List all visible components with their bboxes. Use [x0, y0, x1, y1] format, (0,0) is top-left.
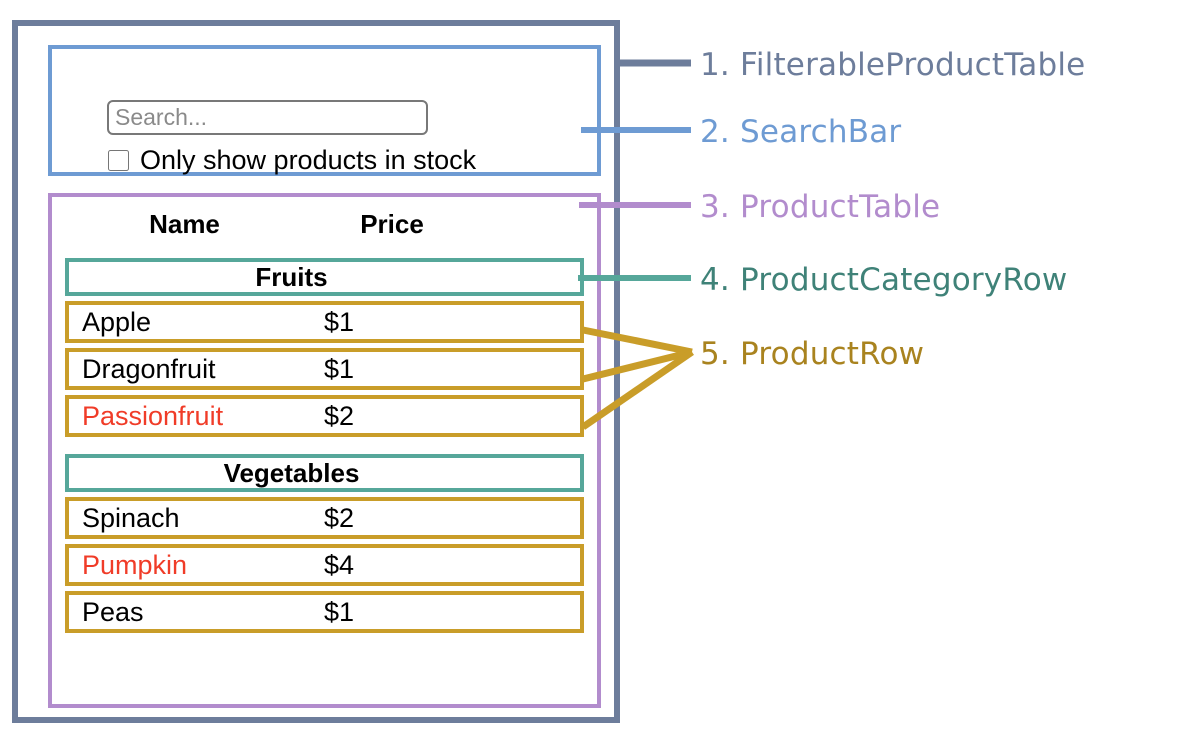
product-price: $1: [324, 306, 355, 337]
legend-number: 1.: [700, 47, 730, 83]
filterable-product-table-container: Only show products in stock Name Price F…: [12, 20, 620, 723]
category-label: Fruits: [255, 261, 328, 292]
search-bar-container: Only show products in stock: [48, 45, 601, 176]
product-row: Apple $1: [65, 301, 584, 343]
column-header-name: Name: [149, 209, 220, 239]
product-table-header-row: Name Price: [52, 209, 597, 249]
product-table-body: Fruits Apple $1 Dragonfruit $1 Passionfr…: [65, 258, 584, 638]
search-input[interactable]: [107, 100, 428, 135]
legend-number: 5.: [700, 336, 730, 372]
legend-item-product-category-row: 4. ProductCategoryRow: [700, 262, 1067, 298]
legend-item-product-row: 5. ProductRow: [700, 336, 924, 372]
legend-number: 4.: [700, 262, 730, 298]
product-name: Dragonfruit: [82, 353, 216, 384]
legend-label: SearchBar: [740, 114, 902, 150]
category-label: Vegetables: [223, 457, 360, 488]
product-name: Spinach: [82, 502, 180, 533]
product-row: Passionfruit $2: [65, 395, 584, 437]
product-price: $1: [324, 353, 355, 384]
product-row: Spinach $2: [65, 497, 584, 539]
legend-label: ProductTable: [740, 189, 941, 225]
column-header-price: Price: [360, 209, 424, 239]
product-row: Dragonfruit $1: [65, 348, 584, 390]
product-name: Passionfruit: [82, 400, 224, 431]
legend-number: 2.: [700, 114, 730, 150]
product-price: $4: [324, 549, 355, 580]
product-row: Pumpkin $4: [65, 544, 584, 586]
legend-item-search-bar: 2. SearchBar: [700, 114, 901, 150]
legend-label: ProductCategoryRow: [740, 262, 1068, 298]
product-name: Apple: [82, 306, 152, 337]
legend-label: ProductRow: [740, 336, 925, 372]
legend-label: FilterableProductTable: [740, 47, 1086, 83]
product-name: Peas: [82, 596, 144, 627]
product-category-row: Fruits: [65, 258, 584, 296]
legend-item-product-table: 3. ProductTable: [700, 189, 940, 225]
product-category-row: Vegetables: [65, 454, 584, 492]
product-name: Pumpkin: [82, 549, 188, 580]
legend-item-filterable-product-table: 1. FilterableProductTable: [700, 47, 1085, 83]
product-row: Peas $1: [65, 591, 584, 633]
product-price: $2: [324, 400, 355, 431]
product-table-container: Name Price Fruits Apple $1 Dragonfruit $…: [48, 193, 601, 708]
stock-filter-row[interactable]: Only show products in stock: [108, 147, 476, 174]
product-price: $1: [324, 596, 355, 627]
only-in-stock-label: Only show products in stock: [140, 145, 477, 175]
product-price: $2: [324, 502, 355, 533]
legend-number: 3.: [700, 189, 730, 225]
only-in-stock-checkbox[interactable]: [108, 150, 129, 171]
